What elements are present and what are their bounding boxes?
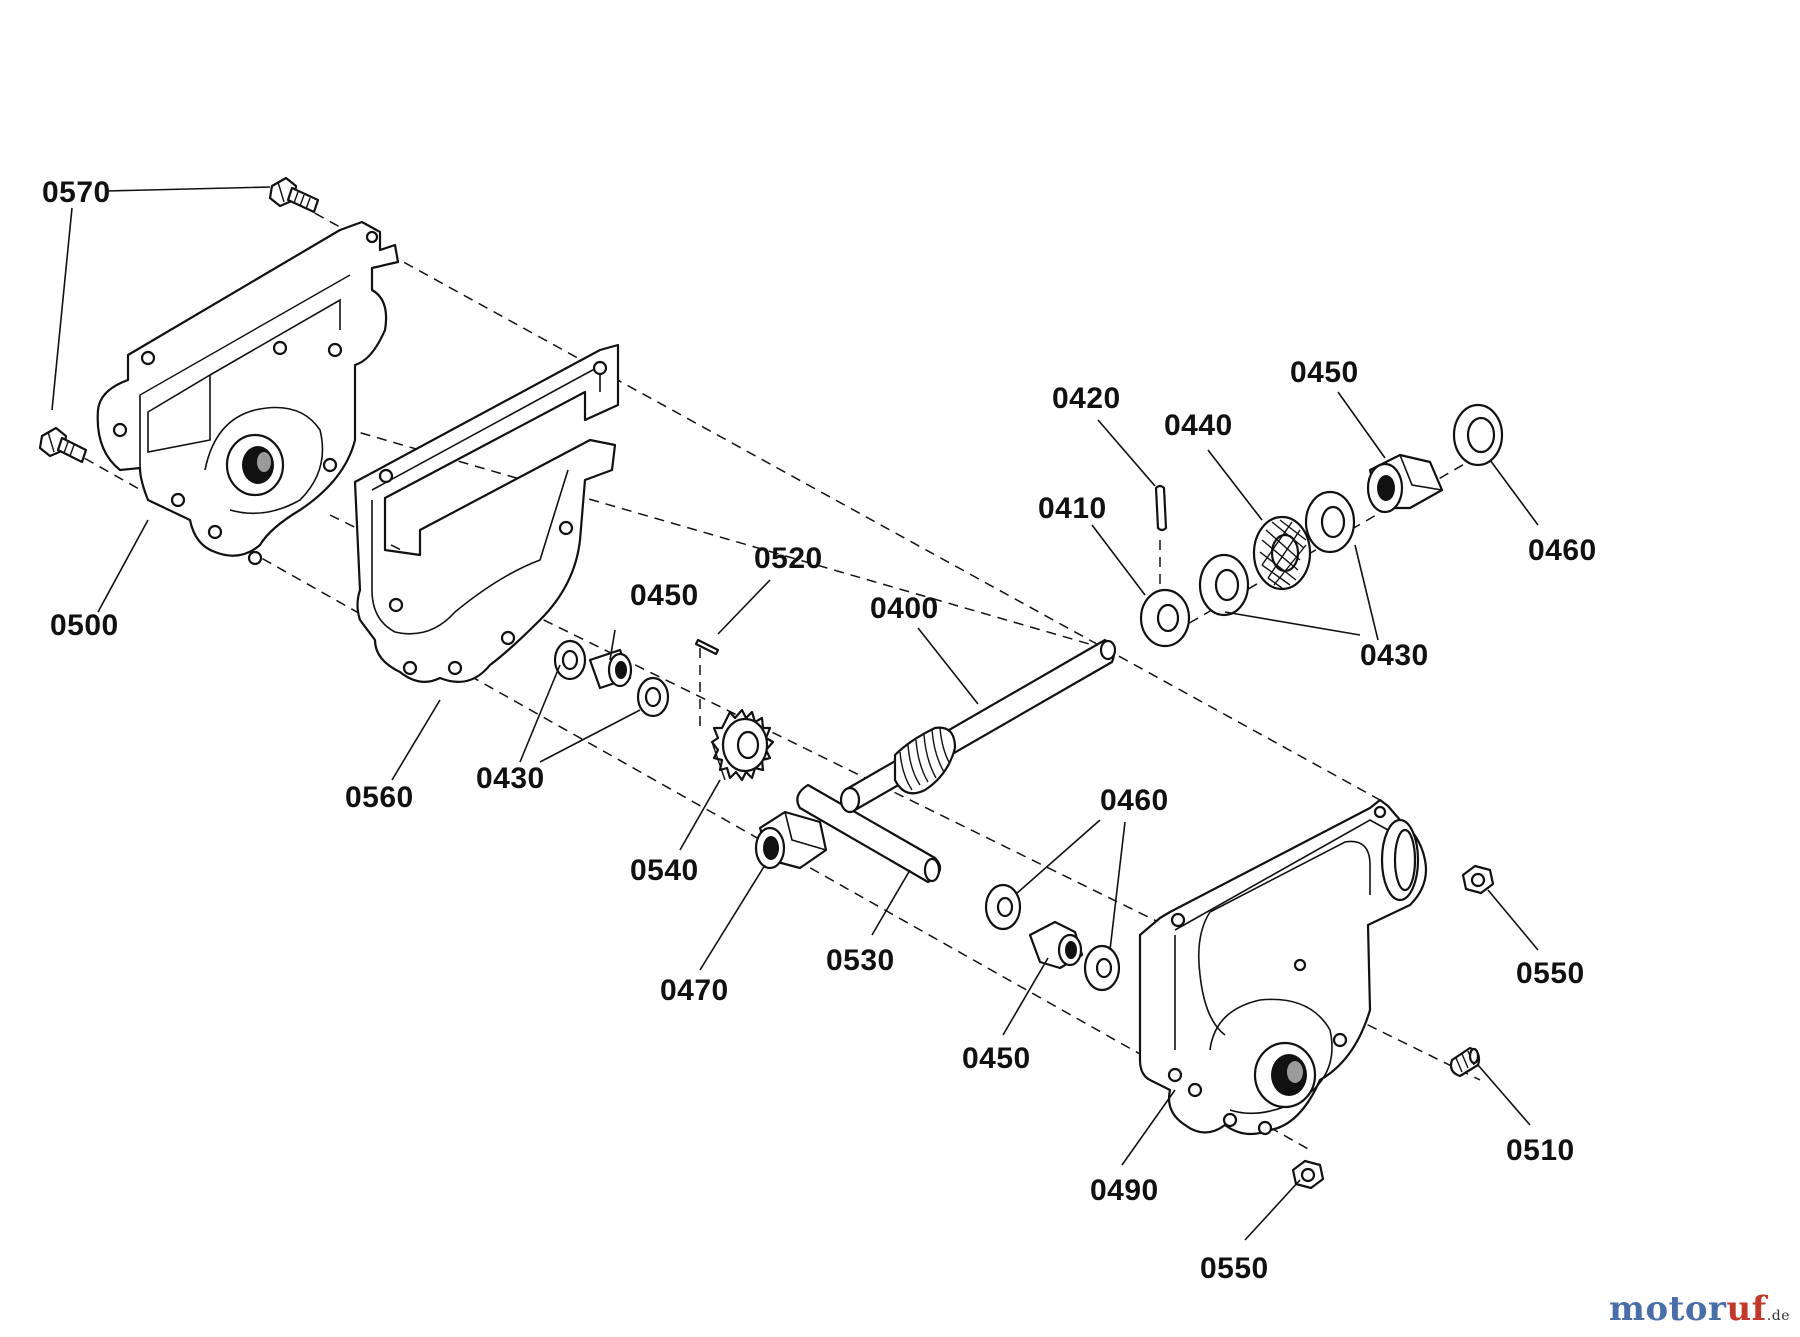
washer-0430-right-b bbox=[1304, 490, 1356, 554]
label-0550-bottom: 0550 bbox=[1200, 1252, 1269, 1285]
label-0530: 0530 bbox=[826, 944, 895, 977]
label-0430-right: 0430 bbox=[1360, 639, 1429, 672]
label-0450-right: 0450 bbox=[1290, 356, 1359, 389]
housing-0490 bbox=[1138, 798, 1428, 1136]
label-0420: 0420 bbox=[1052, 382, 1121, 415]
bolt-0570-left bbox=[38, 426, 88, 464]
label-0560: 0560 bbox=[345, 781, 414, 814]
collar-0410 bbox=[1139, 588, 1191, 648]
label-0510: 0510 bbox=[1506, 1134, 1575, 1167]
label-0570: 0570 bbox=[42, 176, 111, 209]
label-0540: 0540 bbox=[630, 854, 699, 887]
label-0500: 0500 bbox=[50, 609, 119, 642]
nut-0550-right bbox=[1461, 864, 1495, 895]
bushing-0470 bbox=[754, 810, 828, 870]
watermark-suffix: .de bbox=[1766, 1308, 1790, 1324]
washer-0460-mid-a bbox=[984, 883, 1022, 931]
label-0550-right: 0550 bbox=[1516, 957, 1585, 990]
washer-0430-right-a bbox=[1198, 553, 1250, 617]
label-0440: 0440 bbox=[1164, 409, 1233, 442]
washer-0430-left-a bbox=[553, 639, 587, 681]
label-0450-bottom: 0450 bbox=[962, 1042, 1031, 1075]
gear-0540 bbox=[710, 708, 775, 782]
roll-pin-0420 bbox=[1154, 484, 1168, 532]
thrust-bearing-0440 bbox=[1252, 515, 1312, 591]
label-0470: 0470 bbox=[660, 974, 729, 1007]
part-labels: 0570 0500 0560 0520 0450 0430 0540 0470 … bbox=[42, 176, 1597, 1285]
bolt-0570-top bbox=[268, 176, 320, 214]
watermark-brand-a: motor bbox=[1608, 1289, 1727, 1329]
worm-thread bbox=[893, 726, 957, 795]
nut-0550-bottom bbox=[1291, 1159, 1325, 1190]
gasket-0560 bbox=[353, 343, 620, 683]
leader-lines bbox=[51, 186, 1539, 1241]
washer-0460-right bbox=[1452, 403, 1504, 467]
label-0490: 0490 bbox=[1090, 1174, 1159, 1207]
label-0460-mid: 0460 bbox=[1100, 784, 1169, 817]
label-0410: 0410 bbox=[1038, 492, 1107, 525]
pin-0530 bbox=[796, 783, 942, 884]
key-0520 bbox=[694, 638, 720, 656]
watermark-brand-b: uf bbox=[1726, 1289, 1767, 1329]
shaft-0400 bbox=[839, 638, 1117, 814]
bushing-0450-left bbox=[588, 648, 633, 690]
label-0460-right: 0460 bbox=[1528, 534, 1597, 567]
housing-0500 bbox=[96, 220, 400, 566]
label-0450-left: 0450 bbox=[630, 579, 699, 612]
label-0400: 0400 bbox=[870, 592, 939, 625]
washer-0430-left-b bbox=[636, 676, 670, 718]
label-0520: 0520 bbox=[754, 542, 823, 575]
bushing-0450-right bbox=[1366, 453, 1444, 514]
brand-watermark: motoruf.de bbox=[1609, 1289, 1790, 1329]
setscrew-0510 bbox=[1449, 1046, 1481, 1078]
label-0430-left: 0430 bbox=[476, 762, 545, 795]
washer-0460-mid-b bbox=[1083, 944, 1121, 992]
bushing-0450-bottom bbox=[1028, 920, 1084, 970]
